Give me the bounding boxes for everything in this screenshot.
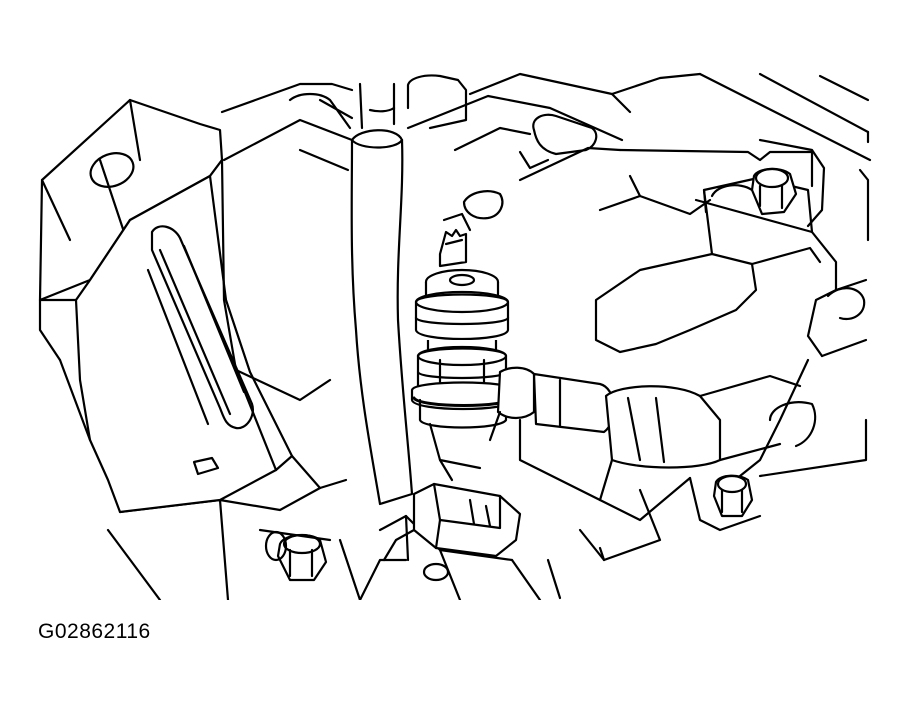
temperature-sensor [410,228,516,482]
engine-block-outline [106,72,872,600]
figure-code: G02862116 [38,620,151,643]
bolt-right-lower [712,474,754,518]
water-outlet-housing [488,176,822,522]
engine-sensor-illustration [38,72,872,600]
lower-connector [382,482,522,582]
bolt-lower-left [258,528,332,582]
bolt-top-right [710,167,798,216]
left-mounting-bracket [38,98,362,514]
wiring-harness-tube [298,82,414,506]
